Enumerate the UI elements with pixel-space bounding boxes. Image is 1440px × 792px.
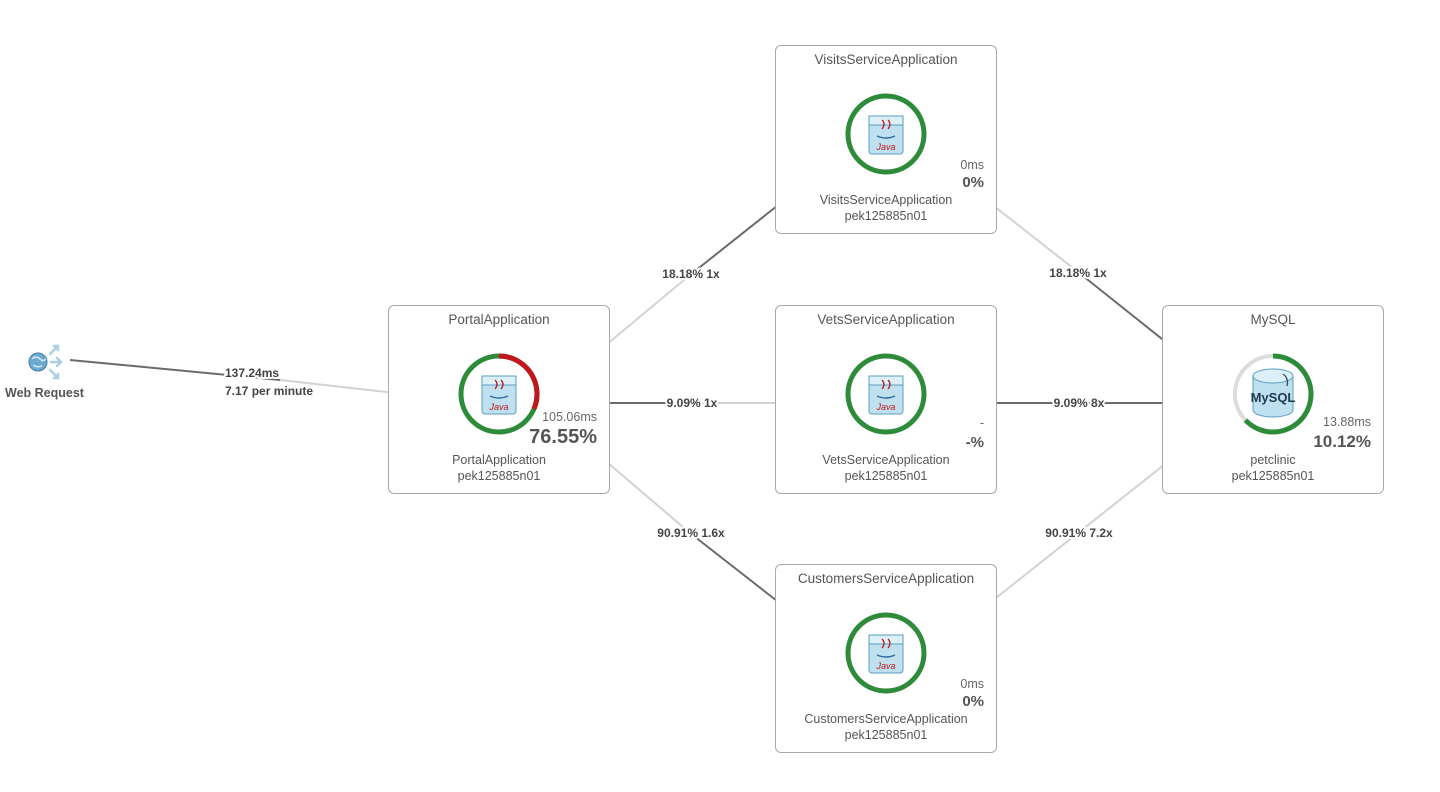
web-request-label: Web Request [5, 386, 84, 400]
health-ring: Java [845, 93, 927, 175]
mysql-database-icon: MySQL [1251, 368, 1296, 418]
edge-label-visits-mysql: 18.18% 1x [1049, 266, 1107, 280]
globe-arrows-icon [28, 344, 63, 380]
node-host: pek125885n01 [844, 469, 928, 483]
java-server-icon: Java [868, 634, 904, 674]
health-ring: MySQL [1233, 353, 1314, 435]
time-percentage: -% [965, 434, 984, 451]
node-title: VetsServiceApplication [817, 312, 955, 327]
edge-label-vets-mysql: 9.09% 8x [1054, 396, 1105, 410]
svg-text:MySQL: MySQL [1251, 390, 1296, 405]
health-ring: Java [458, 353, 540, 435]
svg-text:Java: Java [875, 142, 895, 152]
edge-web-request-portal[interactable] [69, 359, 281, 381]
time-percentage: 0% [962, 693, 984, 710]
edge-label-portal-vets: 9.09% 1x [667, 396, 718, 410]
response-time: 105.06ms [542, 410, 597, 424]
node-customers-service[interactable]: CustomersServiceApplication Java 0ms 0% … [775, 564, 997, 753]
edge-label-portal-visits: 18.18% 1x [662, 267, 720, 281]
entry-rate-label: 7.17 per minute [225, 384, 313, 398]
node-name: CustomersServiceApplication [804, 712, 968, 726]
time-percentage: 76.55% [529, 426, 597, 448]
response-time: 0ms [960, 677, 984, 691]
response-time: 13.88ms [1323, 415, 1371, 429]
svg-text:Java: Java [875, 661, 895, 671]
java-server-icon: Java [868, 115, 904, 155]
node-host: pek125885n01 [844, 209, 928, 223]
node-title: CustomersServiceApplication [797, 571, 975, 586]
svg-text:Java: Java [875, 402, 895, 412]
node-mysql[interactable]: MySQL MySQL 13.88ms 10.12% petclinic pek… [1162, 305, 1384, 494]
java-server-icon: Java [868, 375, 904, 415]
edge-label-customers-mysql: 90.91% 7.2x [1045, 526, 1113, 540]
health-ring: Java [845, 612, 927, 694]
time-percentage: 10.12% [1313, 432, 1371, 451]
health-ring: Java [845, 353, 927, 435]
node-name: VisitsServiceApplication [819, 193, 953, 207]
entry-latency-label: 137.24ms [225, 366, 279, 380]
time-percentage: 0% [962, 174, 984, 191]
node-host: pek125885n01 [844, 728, 928, 742]
node-title: PortalApplication [448, 312, 550, 327]
node-visits-service[interactable]: VisitsServiceApplication Java 0ms 0% Vis… [775, 45, 997, 234]
response-time: 0ms [960, 158, 984, 172]
node-title: VisitsServiceApplication [814, 52, 958, 67]
svg-text:Java: Java [488, 402, 508, 412]
node-name: PortalApplication [452, 453, 546, 467]
java-server-icon: Java [481, 375, 517, 415]
node-vets-service[interactable]: VetsServiceApplication Java - -% VetsSer… [775, 305, 997, 494]
response-time: - [979, 416, 984, 430]
node-name: VetsServiceApplication [822, 453, 950, 467]
node-host: pek125885n01 [1231, 469, 1315, 483]
node-name: petclinic [1250, 453, 1296, 467]
node-portal-application[interactable]: PortalApplication Java 105.06ms 76.55% P… [388, 305, 610, 494]
edge-label-portal-customers: 90.91% 1.6x [657, 526, 725, 540]
node-title: MySQL [1250, 312, 1296, 327]
node-host: pek125885n01 [457, 469, 541, 483]
